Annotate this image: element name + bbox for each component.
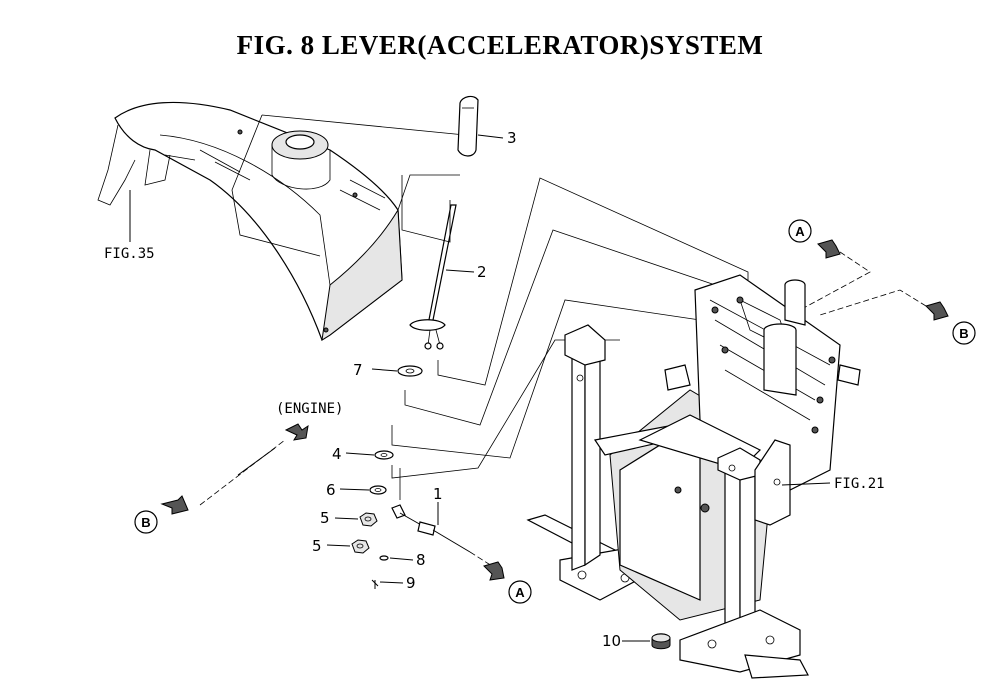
part-5-nut-upper [359, 512, 378, 527]
ref-fig21: FIG.21 [834, 476, 885, 492]
part-2-accelerator-lever [409, 204, 457, 350]
svg-text:B: B [959, 326, 968, 341]
callout-1: 1 [433, 485, 443, 503]
svg-text:B: B [141, 515, 150, 530]
svg-text:A: A [515, 585, 525, 600]
engine-direction-arrow-icon [284, 423, 309, 441]
part-7-washer [397, 365, 423, 377]
connector-b-left-arrow-icon [160, 495, 189, 515]
connector-a-bottom-arrow-icon [483, 561, 505, 581]
connector-b-right: B [952, 321, 976, 345]
part-10-grommet [651, 633, 671, 650]
callout-5-lower: 5 [312, 537, 322, 555]
callout-9: 9 [406, 574, 416, 592]
callout-6: 6 [326, 481, 336, 499]
figure-title: FIG. 8 LEVER(ACCELERATOR)SYSTEM [236, 30, 764, 60]
connector-a-top: A [788, 219, 812, 243]
callout-7: 7 [353, 361, 363, 379]
part-8-pin [379, 555, 389, 561]
callout-5-upper: 5 [320, 509, 330, 527]
part-1-accelerator-cable [391, 504, 493, 567]
hood-cover-assembly [97, 101, 403, 341]
connector-b-right-arrow-icon [925, 301, 949, 321]
callout-3: 3 [507, 129, 517, 147]
callout-2: 2 [477, 263, 487, 281]
callout-10: 10 [602, 632, 621, 650]
steering-column-frame [526, 274, 861, 679]
ref-engine: (ENGINE) [276, 401, 343, 417]
svg-text:A: A [795, 224, 805, 239]
callout-4: 4 [332, 445, 342, 463]
part-5-nut-lower [351, 539, 370, 554]
part-6-spring-washer [369, 485, 387, 495]
part-3-lever-knob [457, 95, 479, 157]
connector-b-left: B [134, 510, 158, 534]
part-4-washer [374, 450, 394, 460]
ref-fig35: FIG.35 [104, 246, 155, 262]
part-9-clip [371, 579, 379, 589]
connector-a-bottom: A [508, 580, 532, 604]
connector-a-top-arrow-icon [817, 239, 841, 259]
callout-8: 8 [416, 551, 426, 569]
